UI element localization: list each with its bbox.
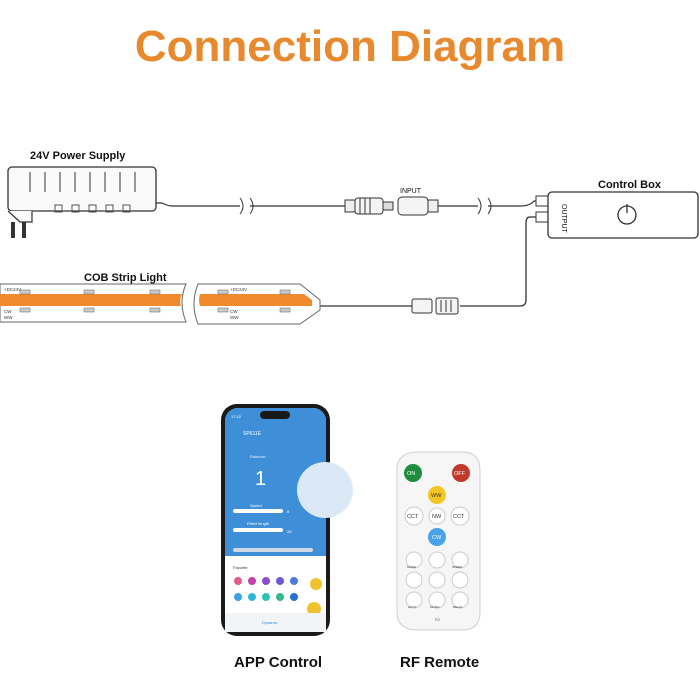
phone-time: 17:22: [231, 414, 242, 419]
remote-mode[interactable]: MODE: [407, 565, 416, 569]
remote-cw[interactable]: CW: [432, 535, 442, 541]
remote-on[interactable]: ON: [407, 471, 415, 477]
strip-mark-ww-b: WW: [230, 315, 239, 320]
rf-remote: ON OFF WW CCT NW CCT CW MODE SPEED AUTO …: [396, 451, 481, 631]
phone-mode-name: Rainbow: [250, 454, 266, 459]
dc-female-plug: [397, 196, 439, 216]
phone-favorite-label: Favorite: [233, 565, 248, 570]
page-title: Connection Diagram: [134, 22, 566, 71]
input-label: INPUT: [400, 188, 422, 195]
remote-speed[interactable]: SPEED: [452, 565, 463, 569]
strip-mark-v24: +DC24V: [4, 287, 21, 292]
remote-delay[interactable]: DELAY: [453, 605, 463, 609]
phone-device-name: SP611E: [243, 431, 262, 437]
favorite-dots[interactable]: [234, 577, 298, 601]
smartphone: 17:22 SP611E Rainbow 1 Speed 8 Effect le…: [221, 404, 353, 636]
power-supply-label: 24V Power Supply: [30, 150, 126, 162]
remote-cct-left[interactable]: CCT: [407, 514, 419, 520]
phone-mode-number: 1: [255, 468, 266, 490]
strip-label: COB Strip Light: [84, 272, 167, 284]
remote-ww[interactable]: WW: [431, 493, 442, 499]
power-supply: [7, 166, 157, 238]
strip-mark-ww: WW: [4, 315, 13, 320]
rf-remote-caption: RF Remote: [400, 654, 480, 671]
remote-nw[interactable]: NW: [432, 514, 442, 520]
phone-speed-label: Speed: [250, 503, 262, 508]
app-control-caption: APP Control: [234, 654, 323, 671]
remote-music[interactable]: MUSIC: [430, 605, 441, 609]
remote-cct-right[interactable]: CCT: [453, 514, 465, 520]
strip-connector: [411, 297, 459, 315]
strip-mark-cw-b: CW: [230, 309, 238, 314]
phone-tab-label[interactable]: Dynamic: [262, 620, 278, 625]
cob-strip: +DC24V CW WW +DC24V CW WW: [0, 283, 321, 325]
remote-brand: R2: [435, 617, 441, 622]
strip-mark-v24-b: +DC24V: [230, 287, 247, 292]
phone-effect-value: 26: [287, 529, 292, 534]
output-label: OUTPUT: [560, 204, 567, 234]
strip-mark-cw: CW: [4, 309, 12, 314]
control-box-label: Control Box: [598, 179, 661, 191]
phone-speed-value: 8: [287, 509, 290, 514]
remote-off[interactable]: OFF: [454, 471, 466, 477]
phone-effect-label: Effect length: [247, 521, 269, 526]
control-box: OUTPUT: [535, 191, 699, 239]
remote-auto[interactable]: AUTO: [408, 605, 417, 609]
dc-male-plug: [344, 197, 394, 215]
